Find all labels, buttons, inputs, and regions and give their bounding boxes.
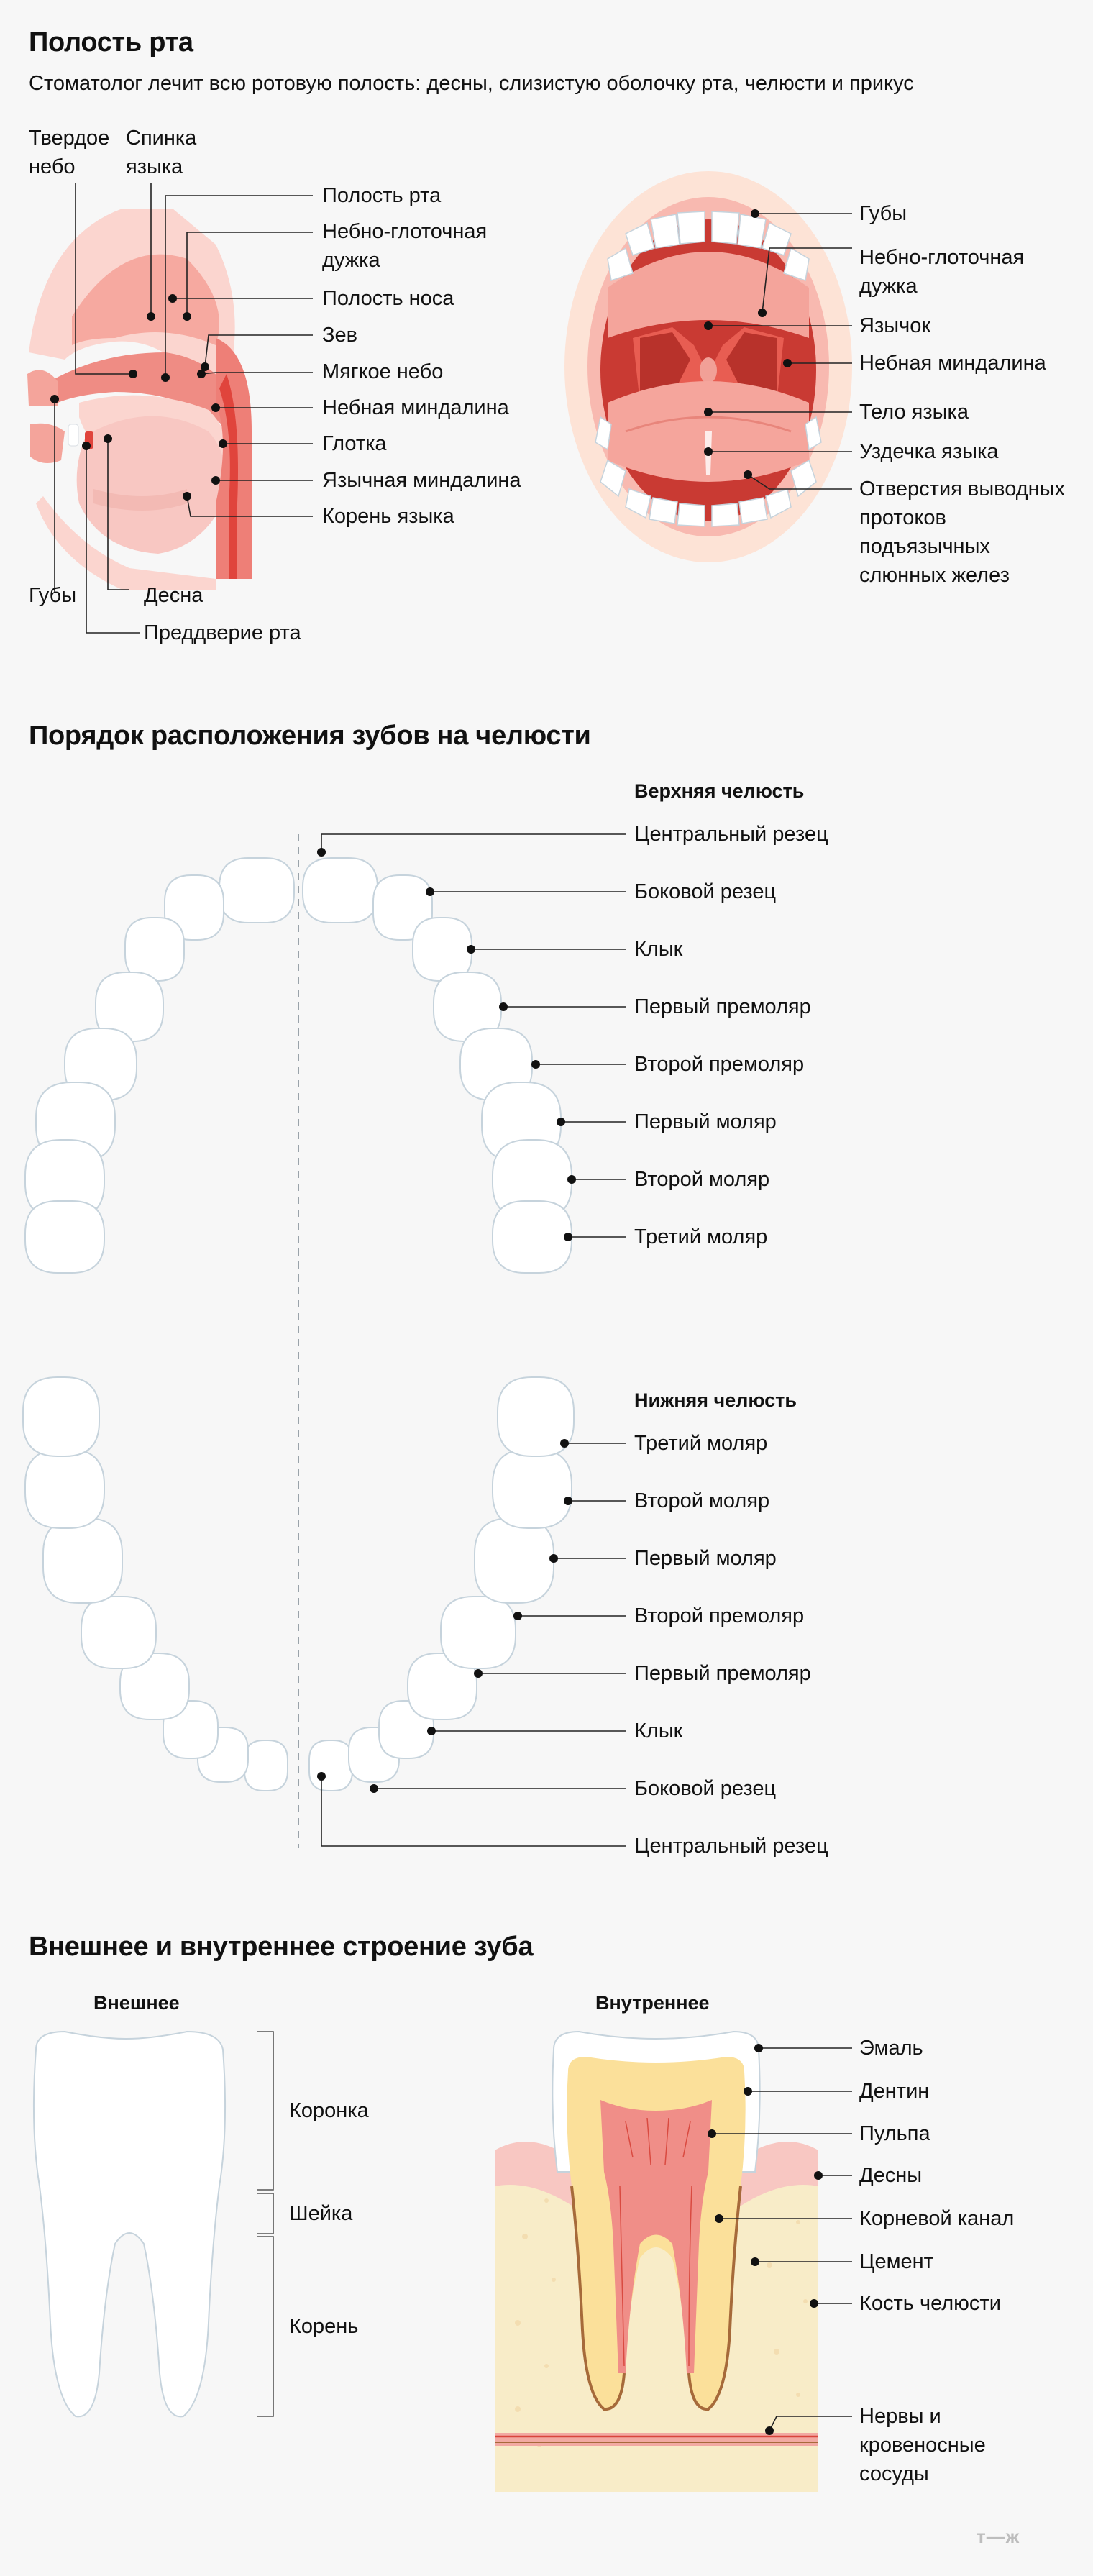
lower-tooth-label-2: Второй моляр: [634, 1489, 770, 1512]
label-oral-cavity: Полость рта: [322, 184, 442, 207]
label-neck: Шейка: [289, 2202, 353, 2225]
label-gum: Десна: [144, 584, 203, 607]
lower-tooth-label-6: Клык: [634, 1719, 683, 1743]
lower-tooth-left-5: [81, 1596, 157, 1669]
label-lingual-tonsil: Язычная миндалина: [322, 469, 521, 492]
section-title-teeth-order: Порядок расположения зубов на челюсти: [29, 721, 591, 751]
external-title: Внешнее: [93, 1992, 180, 2014]
label-hard-palate: Твердое небо: [29, 127, 110, 178]
label-lips-front: Губы: [859, 202, 907, 225]
lower-jaw-title: Нижняя челюсть: [634, 1389, 797, 1411]
lower-tooth-right-5: [440, 1596, 516, 1669]
label-soft-palate: Мягкое небо: [322, 360, 444, 383]
label-nasal-cavity: Полость носа: [322, 287, 454, 310]
lower-tooth-label-4: Второй премоляр: [634, 1604, 805, 1627]
label-fauces: Зев: [322, 324, 358, 347]
label-enamel: Эмаль: [859, 2037, 923, 2060]
upper-tooth-left-2: [164, 874, 224, 941]
label-pulp: Пульпа: [859, 2122, 930, 2145]
label-crown: Коронка: [289, 2099, 369, 2122]
lower-tooth-label-5: Первый премоляр: [634, 1662, 811, 1685]
label-tongue-root: Корень языка: [322, 505, 454, 528]
lower-tooth-right-7: [492, 1448, 572, 1529]
lower-tooth-left-6: [42, 1517, 123, 1604]
label-gums: Десны: [859, 2164, 923, 2187]
internal-title: Внутреннее: [595, 1992, 710, 2014]
label-jaw-bone: Кость челюсти: [859, 2292, 1001, 2315]
label-ducts: Отверстия выводных протоков подъязычных …: [859, 478, 1066, 587]
label-palatoglossal-arch: Небно-глоточная дужка: [322, 220, 488, 272]
label-tonsil-front: Небная миндалина: [859, 352, 1046, 375]
lower-tooth-left-7: [24, 1448, 105, 1529]
lower-tooth-label-7: Боковой резец: [634, 1777, 777, 1800]
upper-tooth-label-6: Первый моляр: [634, 1110, 777, 1133]
upper-tooth-label-2: Боковой резец: [634, 880, 777, 903]
upper-tooth-label-1: Центральный резец: [634, 823, 828, 846]
section-title-mouth: Полость рта: [29, 27, 193, 58]
lower-tooth-right-8: [497, 1376, 575, 1457]
label-nerves-vessels: Нервы и кровеносные сосуды: [859, 2405, 986, 2485]
upper-tooth-label-7: Второй моляр: [634, 1168, 770, 1191]
section-subtitle-mouth: Стоматолог лечит всю ротовую полость: де…: [29, 72, 914, 95]
label-root-canal: Корневой канал: [859, 2207, 1015, 2230]
lower-tooth-label-3: Первый моляр: [634, 1547, 777, 1570]
upper-tooth-label-8: Третий моляр: [634, 1225, 768, 1248]
upper-jaw-title: Верхняя челюсть: [634, 780, 805, 802]
label-cement: Цемент: [859, 2250, 933, 2273]
upper-tooth-right-1: [302, 857, 378, 923]
label-lips-side: Губы: [29, 584, 77, 607]
label-pharynx: Глотка: [322, 432, 387, 455]
section-title-structure: Внешнее и внутреннее строение зуба: [29, 1932, 534, 1962]
lower-tooth-left-4: [119, 1653, 190, 1720]
lower-tooth-label-1: Третий моляр: [634, 1432, 768, 1455]
label-vestibule: Преддверие рта: [144, 621, 301, 644]
upper-tooth-left-1: [219, 857, 295, 923]
label-arch-front: Небно-глоточная дужка: [859, 246, 1025, 298]
label-frenulum: Уздечка языка: [859, 440, 999, 463]
upper-tooth-label-5: Второй премоляр: [634, 1053, 805, 1076]
upper-tooth-label-3: Клык: [634, 938, 683, 961]
lower-tooth-label-8: Центральный резец: [634, 1835, 828, 1858]
upper-tooth-label-4: Первый премоляр: [634, 995, 811, 1018]
label-uvula: Язычок: [859, 314, 931, 337]
label-tongue-body: Тело языка: [859, 401, 969, 424]
label-palatine-tonsil: Небная миндалина: [322, 396, 509, 419]
upper-tooth-right-2: [372, 874, 433, 941]
watermark-logo: т—ж: [977, 2526, 1020, 2547]
lower-tooth-right-6: [474, 1517, 554, 1604]
label-dentin: Дентин: [859, 2080, 930, 2103]
upper-tooth-right-8: [492, 1200, 572, 1274]
lower-tooth-left-8: [22, 1376, 100, 1457]
upper-tooth-left-8: [24, 1200, 105, 1274]
label-root: Корень: [289, 2315, 359, 2338]
label-tongue-back: Спинка языка: [126, 127, 197, 178]
